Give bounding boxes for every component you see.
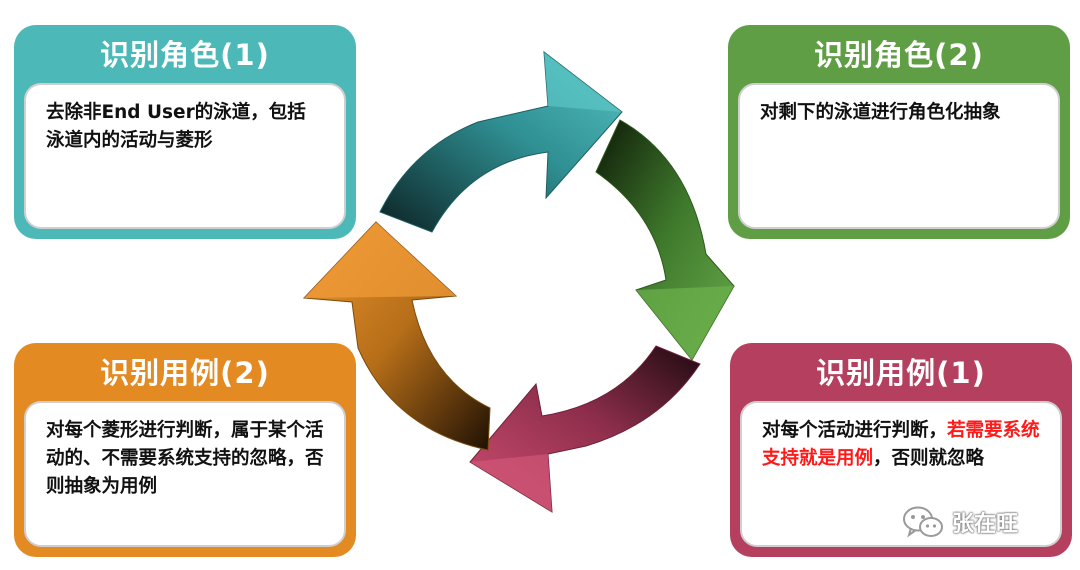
card-title: 识别用例(1) [816, 356, 986, 390]
arrow-orange [302, 221, 491, 451]
card-text-highlight: 若需要系统支持就是用例 [762, 420, 1040, 469]
wechat-icon [903, 506, 943, 538]
arrow-teal [379, 50, 623, 233]
card-title: 识别角色(2) [814, 38, 984, 72]
arrow-green [595, 119, 735, 361]
card-title: 识别用例(2) [100, 356, 270, 390]
card-body: 去除非End User的泳道，包括泳道内的活动与菱形 [24, 83, 346, 229]
card-identify-role-1: 识别角色(1) 去除非End User的泳道，包括泳道内的活动与菱形 [14, 25, 356, 239]
arrow-crimson [469, 345, 701, 513]
card-body: 对每个菱形进行判断，属于某个活动的、不需要系统支持的忽略，否则抽象为用例 [24, 401, 346, 547]
card-text-normal: ，否则就忽略 [873, 448, 985, 469]
card-text: 对每个菱形进行判断，属于某个活动的、不需要系统支持的忽略，否则抽象为用例 [46, 420, 324, 497]
card-text: 对每个活动进行判断，若需要系统支持就是用例，否则就忽略 [762, 417, 1040, 473]
watermark: 张在旺 [902, 502, 1018, 542]
card-identify-role-2: 识别角色(2) 对剩下的泳道进行角色化抽象 [728, 25, 1070, 239]
card-body: 对剩下的泳道进行角色化抽象 [738, 83, 1060, 229]
watermark-text: 张在旺 [952, 512, 1019, 537]
cycle-diagram [302, 50, 735, 513]
card-body: 对每个活动进行判断，若需要系统支持就是用例，否则就忽略 [740, 401, 1062, 547]
card-text: 对剩下的泳道进行角色化抽象 [760, 102, 1001, 123]
card-title: 识别角色(1) [100, 38, 270, 72]
card-text: 去除非End User的泳道，包括泳道内的活动与菱形 [46, 102, 306, 151]
card-identify-usecase-2: 识别用例(2) 对每个菱形进行判断，属于某个活动的、不需要系统支持的忽略，否则抽… [14, 343, 356, 557]
card-identify-usecase-1: 识别用例(1) 对每个活动进行判断，若需要系统支持就是用例，否则就忽略 [730, 343, 1072, 557]
card-text-normal: 对每个活动进行判断， [762, 420, 948, 441]
